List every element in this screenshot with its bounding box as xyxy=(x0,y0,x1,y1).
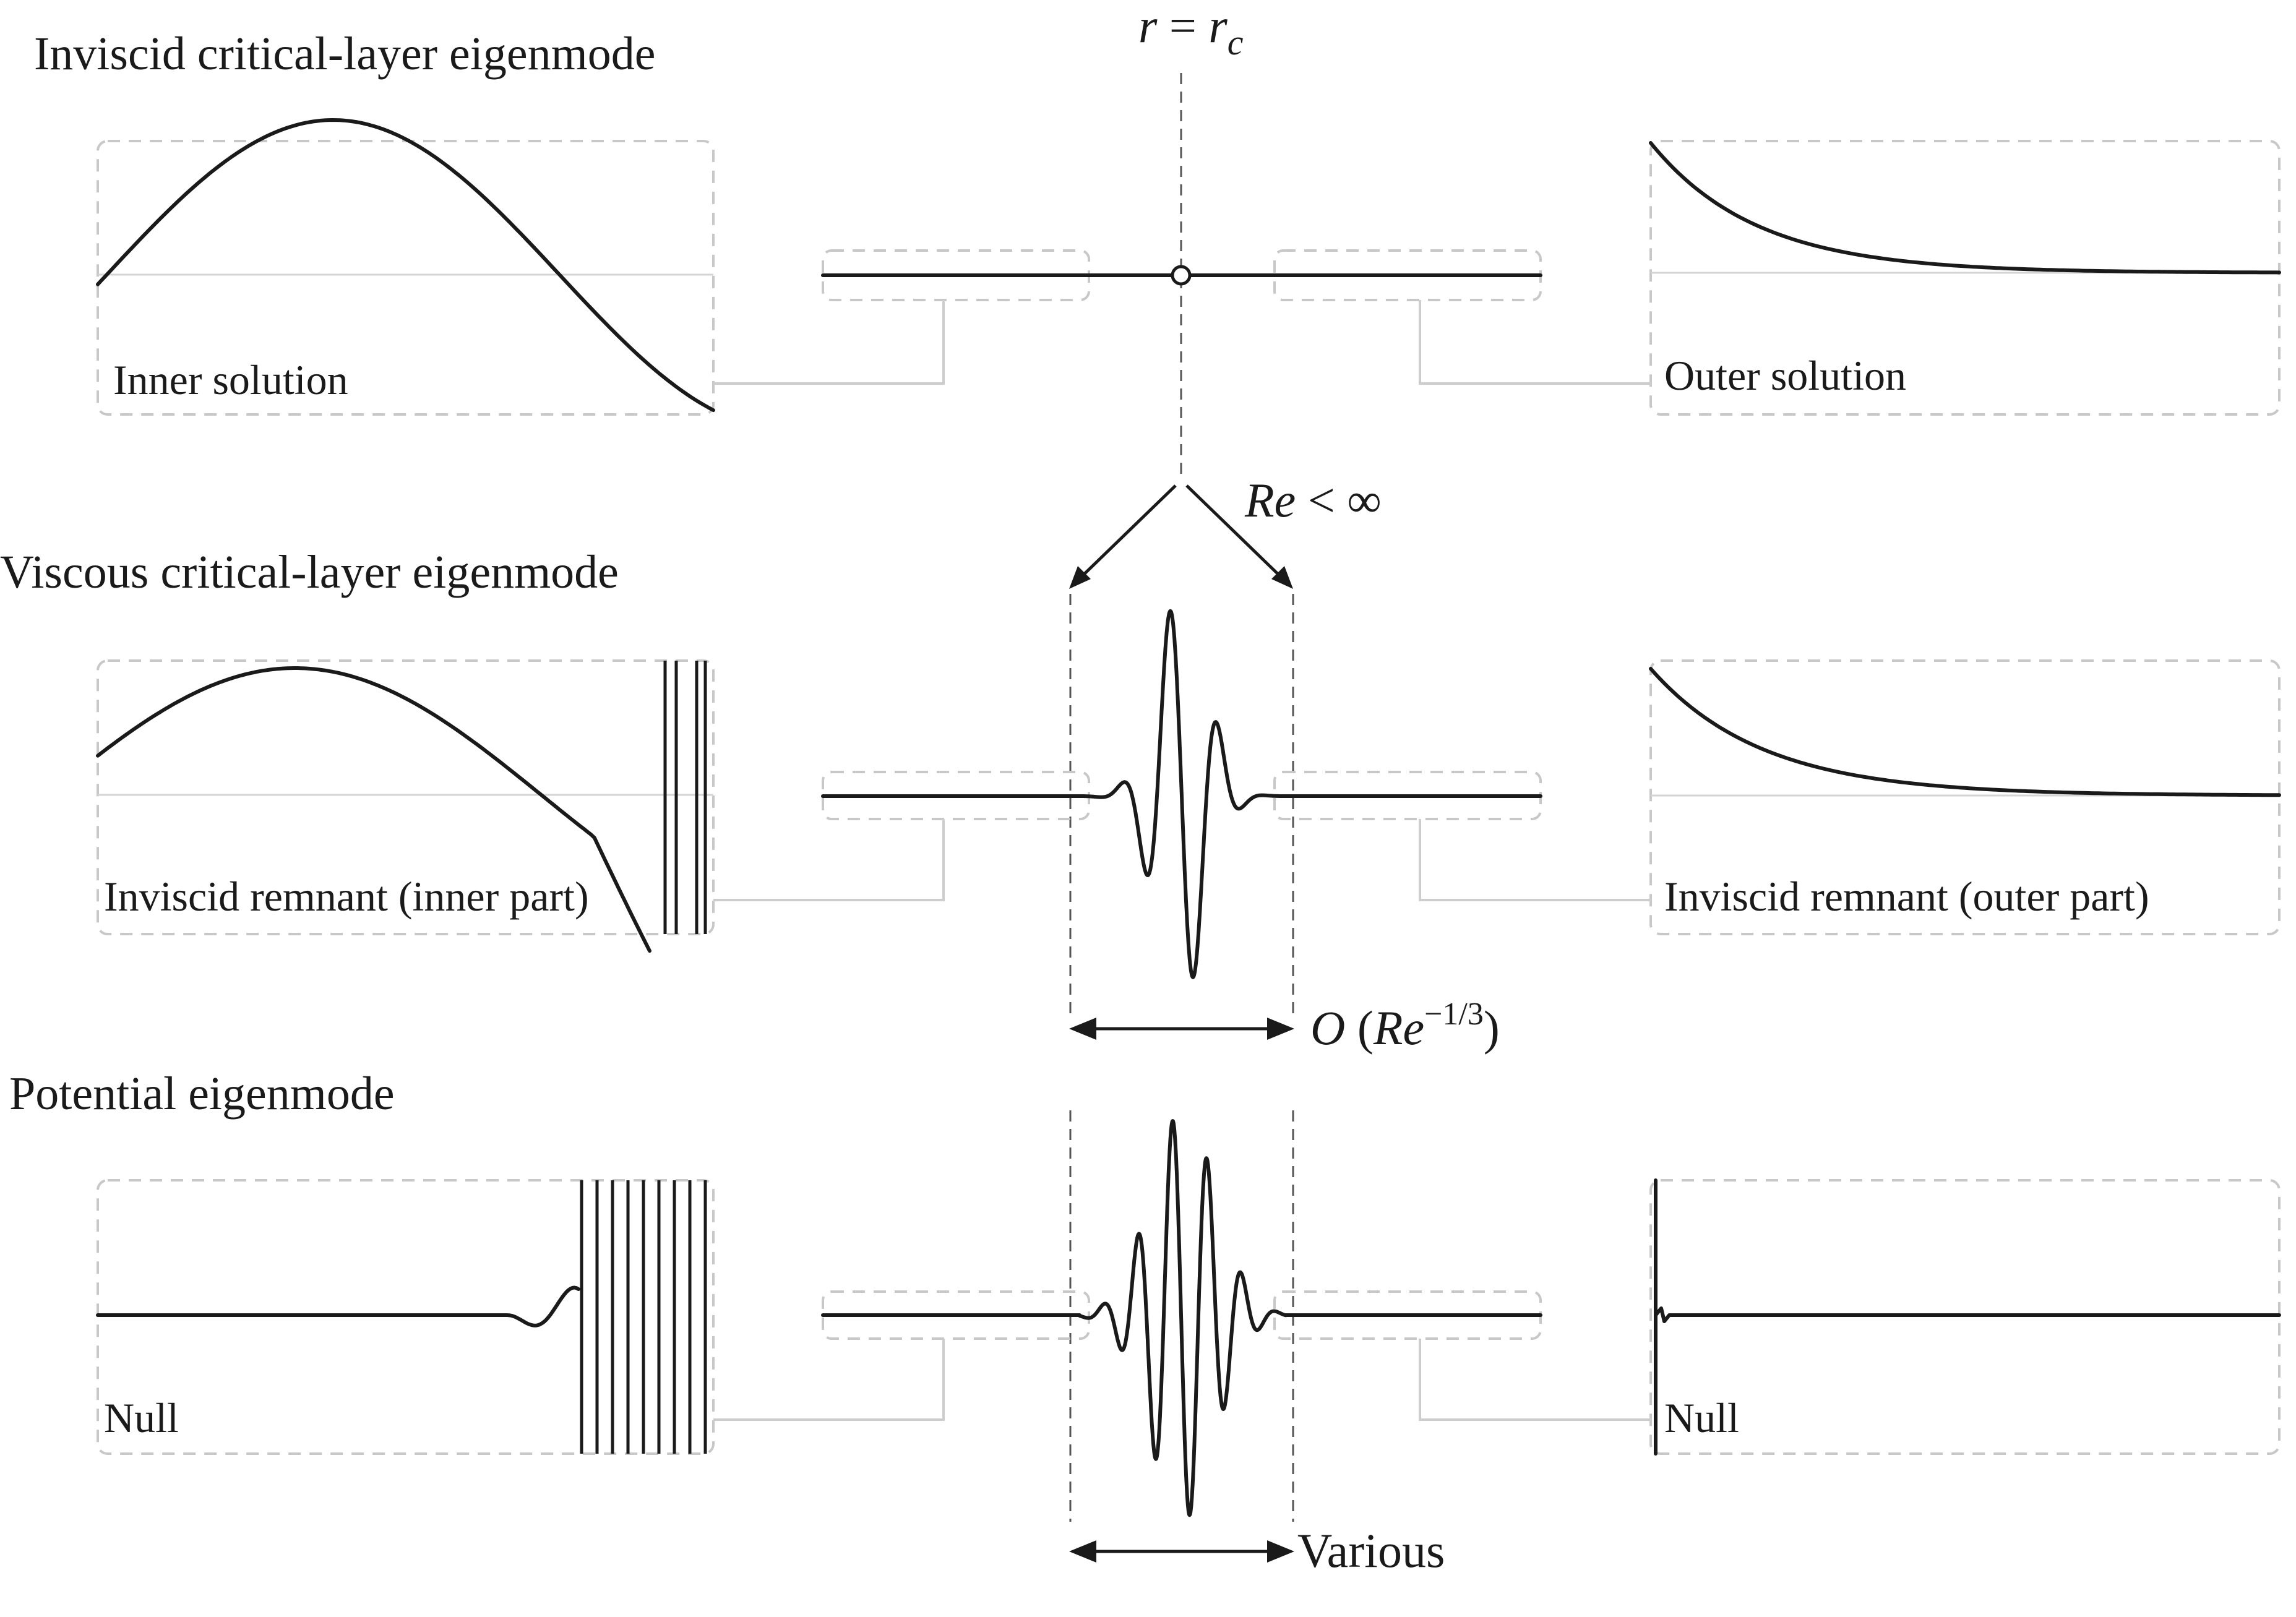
reynolds-label: Re < ∞ xyxy=(1244,473,1382,527)
row3-right-label: Null xyxy=(1664,1394,1739,1441)
row1-inner-panel: Inner solution xyxy=(96,118,715,416)
critical-point-marker xyxy=(1171,265,1192,286)
row2-outer-panel: Inviscid remnant (outer part) xyxy=(1649,659,2281,935)
row1-left-label: Inner solution xyxy=(113,356,348,403)
row1-title: Inviscid critical-layer eigenmode xyxy=(34,28,655,80)
row2-left-label: Inviscid remnant (inner part) xyxy=(104,873,589,920)
row3-inner-panel: Null xyxy=(96,1179,715,1455)
row3-center-schematic xyxy=(713,1119,1651,1517)
row1-right-connector xyxy=(1419,300,1651,385)
inner-oscillation-lines xyxy=(580,1180,707,1454)
outer-solution-curve xyxy=(1649,141,2281,275)
row3-right-connector xyxy=(1419,1339,1651,1421)
viscous-width-label: O (Re−1/3) xyxy=(1310,997,1500,1055)
row3-title: Potential eigenmode xyxy=(9,1068,395,1120)
row1-outer-panel: Outer solution xyxy=(1649,140,2281,416)
inviscid-remnant-inner-curve xyxy=(96,666,651,953)
row1-right-label: Outer solution xyxy=(1664,352,1906,399)
row2-right-connector xyxy=(1419,819,1651,901)
row3-left-label: Null xyxy=(104,1394,179,1441)
potential-width-arrow xyxy=(1069,1540,1294,1563)
potential-width-label: Various xyxy=(1297,1524,1445,1577)
row2-center-schematic xyxy=(713,609,1651,979)
row2-title: Viscous critical-layer eigenmode xyxy=(0,546,619,598)
row2-right-label: Inviscid remnant (outer part) xyxy=(1664,873,2149,920)
potential-inner-curve xyxy=(96,1285,580,1327)
row3-left-connector xyxy=(713,1339,945,1421)
row3-outer-panel: Null xyxy=(1649,1178,2281,1456)
row1-center-schematic xyxy=(713,249,1651,385)
reynolds-split-arrows xyxy=(1069,484,1293,589)
critical-radius-label: r = rc xyxy=(1138,0,1244,62)
potential-outer-curve xyxy=(1654,1178,2281,1456)
row1-left-connector xyxy=(713,300,945,385)
inner-solution-curve xyxy=(96,118,715,413)
potential-wave-packet xyxy=(1078,1119,1288,1517)
viscous-width-arrow xyxy=(1069,1018,1294,1040)
inner-oscillation-lines xyxy=(663,661,707,934)
row2-left-connector xyxy=(713,819,945,901)
viscous-wave-packet xyxy=(1078,609,1288,979)
row2-inner-panel: Inviscid remnant (inner part) xyxy=(96,659,715,953)
inviscid-remnant-outer-curve xyxy=(1649,667,2281,797)
